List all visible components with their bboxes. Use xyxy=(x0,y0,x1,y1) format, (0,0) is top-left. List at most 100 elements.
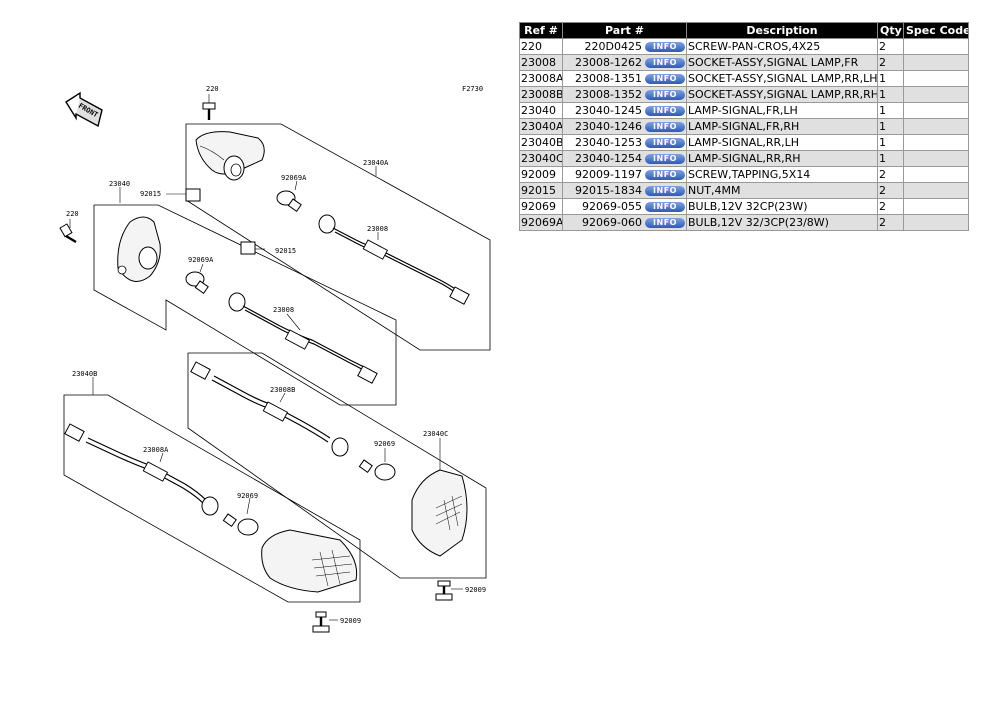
callout-23008-mid: 23008 xyxy=(273,306,294,314)
assembly-23040A xyxy=(185,123,491,351)
signal-lamp-housing-23040C xyxy=(411,469,468,557)
info-button[interactable]: INFO xyxy=(645,169,685,180)
callout-92069A-top: 92069A xyxy=(281,174,307,182)
description-cell: LAMP-SIGNAL,FR,LH xyxy=(686,102,878,119)
description-cell: LAMP-SIGNAL,RR,LH xyxy=(686,134,878,151)
info-button[interactable]: INFO xyxy=(645,89,685,100)
assembly-23040 xyxy=(93,204,397,406)
screw-92009-right xyxy=(435,580,453,601)
parts-diagram: F2730 FRONT xyxy=(59,85,491,633)
part-number: 92069-060 xyxy=(582,215,642,229)
spec-code-cell xyxy=(903,70,969,87)
leader-lines xyxy=(69,94,463,621)
screw-220-left xyxy=(59,223,77,244)
callout-23040: 23040 xyxy=(109,180,130,188)
callout-92069-right: 92069 xyxy=(374,440,395,448)
callout-23008-top: 23008 xyxy=(367,225,388,233)
description-cell: SOCKET-ASSY,SIGNAL LAMP,FR xyxy=(686,54,878,71)
callout-92069-bottom: 92069 xyxy=(237,492,258,500)
info-button[interactable]: INFO xyxy=(645,57,685,68)
qty-cell: 1 xyxy=(877,70,904,87)
header-ref: Ref # xyxy=(519,22,563,39)
info-button[interactable]: INFO xyxy=(645,41,685,52)
spec-code-cell xyxy=(903,198,969,215)
table-header-row: Ref # Part # Description Qty Spec Code xyxy=(519,22,969,39)
description-cell: SCREW-PAN-CROS,4X25 xyxy=(686,38,878,55)
spec-code-cell xyxy=(903,134,969,151)
info-button[interactable]: INFO xyxy=(645,73,685,84)
info-button[interactable]: INFO xyxy=(645,201,685,212)
qty-cell: 1 xyxy=(877,134,904,151)
header-part: Part # xyxy=(562,22,687,39)
callout-23040C: 23040C xyxy=(423,430,448,438)
info-button[interactable]: INFO xyxy=(645,153,685,164)
spec-code-cell xyxy=(903,118,969,135)
assembly-23040C xyxy=(187,352,487,579)
nut-92015-a xyxy=(185,188,201,202)
spec-code-cell xyxy=(903,102,969,119)
ref-cell: 23040B xyxy=(519,134,563,151)
screw-220-top xyxy=(202,102,216,120)
ref-cell: 23008 xyxy=(519,54,563,71)
qty-cell: 1 xyxy=(877,86,904,103)
header-spec-code: Spec Code xyxy=(903,22,969,39)
description-cell: SOCKET-ASSY,SIGNAL LAMP,RR,RH xyxy=(686,86,878,103)
part-number: 23040-1246 xyxy=(575,119,642,133)
ref-cell: 23040C xyxy=(519,150,563,167)
spec-code-cell xyxy=(903,54,969,71)
callout-23008A: 23008A xyxy=(143,446,169,454)
description-cell: LAMP-SIGNAL,FR,RH xyxy=(686,118,878,135)
callout-220-top: 220 xyxy=(206,85,219,93)
part-number: 23040-1254 xyxy=(575,151,642,165)
socket-assy-23008-front-right xyxy=(318,214,470,305)
bulb-92069A-front-right xyxy=(276,190,302,212)
ref-cell: 92009 xyxy=(519,166,563,183)
ref-cell: 92015 xyxy=(519,182,563,199)
description-cell: SOCKET-ASSY,SIGNAL LAMP,RR,LH xyxy=(686,70,878,87)
info-button[interactable]: INFO xyxy=(645,137,685,148)
description-cell: BULB,12V 32CP(23W) xyxy=(686,198,878,215)
ref-cell: 23008A xyxy=(519,70,563,87)
qty-cell: 2 xyxy=(877,166,904,183)
qty-cell: 1 xyxy=(877,118,904,135)
callout-92015-b: 92015 xyxy=(275,247,296,255)
info-button[interactable]: INFO xyxy=(645,121,685,132)
part-number: 23040-1245 xyxy=(575,103,642,117)
info-button[interactable]: INFO xyxy=(645,105,685,116)
spec-code-cell xyxy=(903,150,969,167)
parts-table: Ref # Part # Description Qty Spec Code 2… xyxy=(519,22,969,231)
spec-code-cell xyxy=(903,166,969,183)
part-number: 220D0425 xyxy=(584,39,642,53)
qty-cell: 2 xyxy=(877,54,904,71)
callout-92009-right: 92009 xyxy=(465,586,486,594)
ref-cell: 23040A xyxy=(519,118,563,135)
info-button[interactable]: INFO xyxy=(645,217,685,228)
bulb-92069A-front-left xyxy=(185,271,209,294)
part-number: 23008-1351 xyxy=(575,71,642,85)
spec-code-cell xyxy=(903,38,969,55)
part-number: 23008-1352 xyxy=(575,87,642,101)
callout-23008B: 23008B xyxy=(270,386,295,394)
header-qty: Qty xyxy=(877,22,904,39)
info-button[interactable]: INFO xyxy=(645,185,685,196)
signal-lamp-housing-23040B xyxy=(261,529,358,593)
part-number: 92009-1197 xyxy=(575,167,642,181)
spec-code-cell xyxy=(903,214,969,231)
screw-92009-bottom xyxy=(312,611,330,633)
qty-cell: 2 xyxy=(877,182,904,199)
qty-cell: 2 xyxy=(877,198,904,215)
bulb-92069-rear-right xyxy=(358,459,396,481)
